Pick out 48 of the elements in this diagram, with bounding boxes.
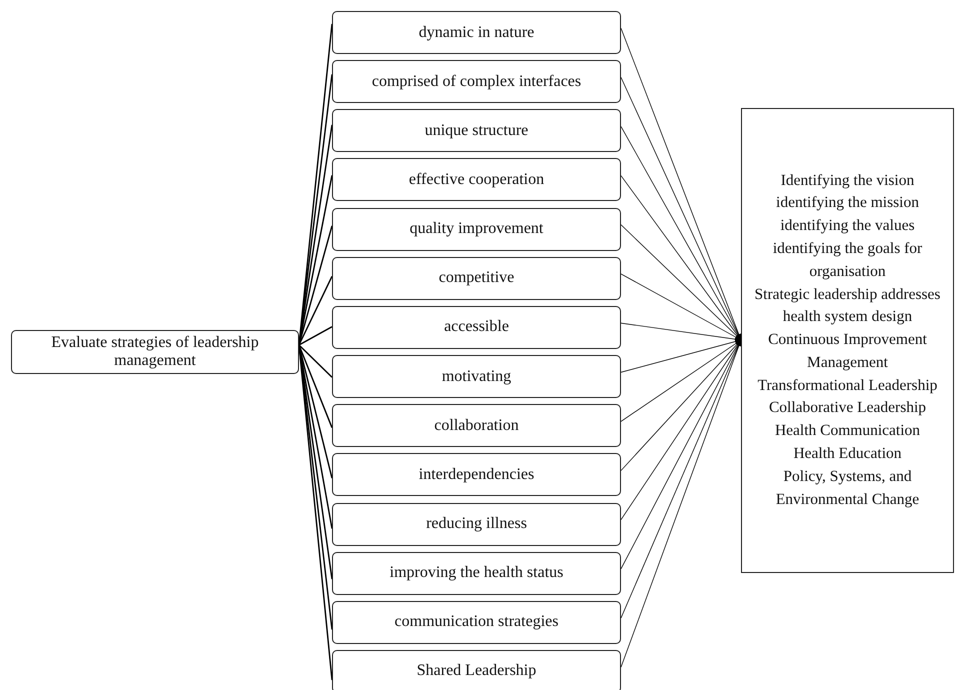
node-text: Collaborative Leadership bbox=[768, 398, 926, 418]
node-text: Evaluate strategies of leadership management bbox=[50, 334, 260, 370]
node-text: interdependencies bbox=[418, 466, 534, 484]
process-box bbox=[332, 552, 621, 595]
node-text: Transformational Leadership bbox=[758, 376, 938, 396]
node-text: dynamic in nature bbox=[418, 24, 534, 42]
arrow bbox=[620, 339, 742, 373]
node-text: improving the health status bbox=[390, 564, 564, 582]
node-text: reducing illness bbox=[426, 515, 527, 533]
node-text: accessible bbox=[444, 318, 509, 336]
process-box bbox=[332, 404, 621, 448]
node-text: communication strategies bbox=[394, 613, 558, 632]
connector-line bbox=[298, 326, 332, 346]
node-text: comprised of complex interfaces bbox=[372, 72, 582, 91]
process-box bbox=[332, 502, 621, 546]
node-text: effective cooperation bbox=[408, 170, 544, 189]
outcome-box bbox=[741, 108, 954, 573]
node-text: identifying the goals for organisation bbox=[772, 238, 924, 282]
node-text: collaboration bbox=[434, 416, 519, 435]
node-text: Health Communication bbox=[774, 421, 920, 442]
process-box bbox=[332, 109, 621, 152]
node-text: Policy, Systems, and Environmental Change bbox=[774, 466, 920, 510]
connector-line bbox=[298, 276, 333, 346]
process-box bbox=[332, 60, 621, 104]
process-box bbox=[332, 208, 621, 251]
process-box bbox=[332, 256, 621, 300]
connector-line bbox=[298, 344, 332, 378]
node-text: identifying the values bbox=[780, 216, 915, 236]
node-text: Shared Leadership bbox=[416, 662, 536, 680]
process-box bbox=[332, 306, 621, 349]
process-box bbox=[332, 158, 621, 202]
connector-line bbox=[298, 344, 333, 428]
process-box bbox=[332, 453, 621, 496]
process-box bbox=[332, 650, 621, 690]
process-box bbox=[332, 11, 621, 54]
node-text: quality improvement bbox=[410, 220, 544, 238]
arrow bbox=[620, 322, 742, 342]
process-box bbox=[332, 355, 621, 398]
node-text: Continuous Improvement Management bbox=[767, 330, 928, 373]
node-text: Strategic leadership addresses health system design bbox=[754, 284, 942, 328]
node-text: motivating bbox=[442, 368, 512, 386]
node-text: competitive bbox=[438, 269, 514, 288]
node-text: Identifying the vision bbox=[780, 170, 914, 191]
node-text: unique structure bbox=[424, 122, 528, 140]
process-box bbox=[11, 330, 299, 374]
node-text: Health Education bbox=[793, 444, 902, 464]
process-box bbox=[332, 600, 621, 644]
node-text: identifying the mission bbox=[776, 193, 919, 214]
